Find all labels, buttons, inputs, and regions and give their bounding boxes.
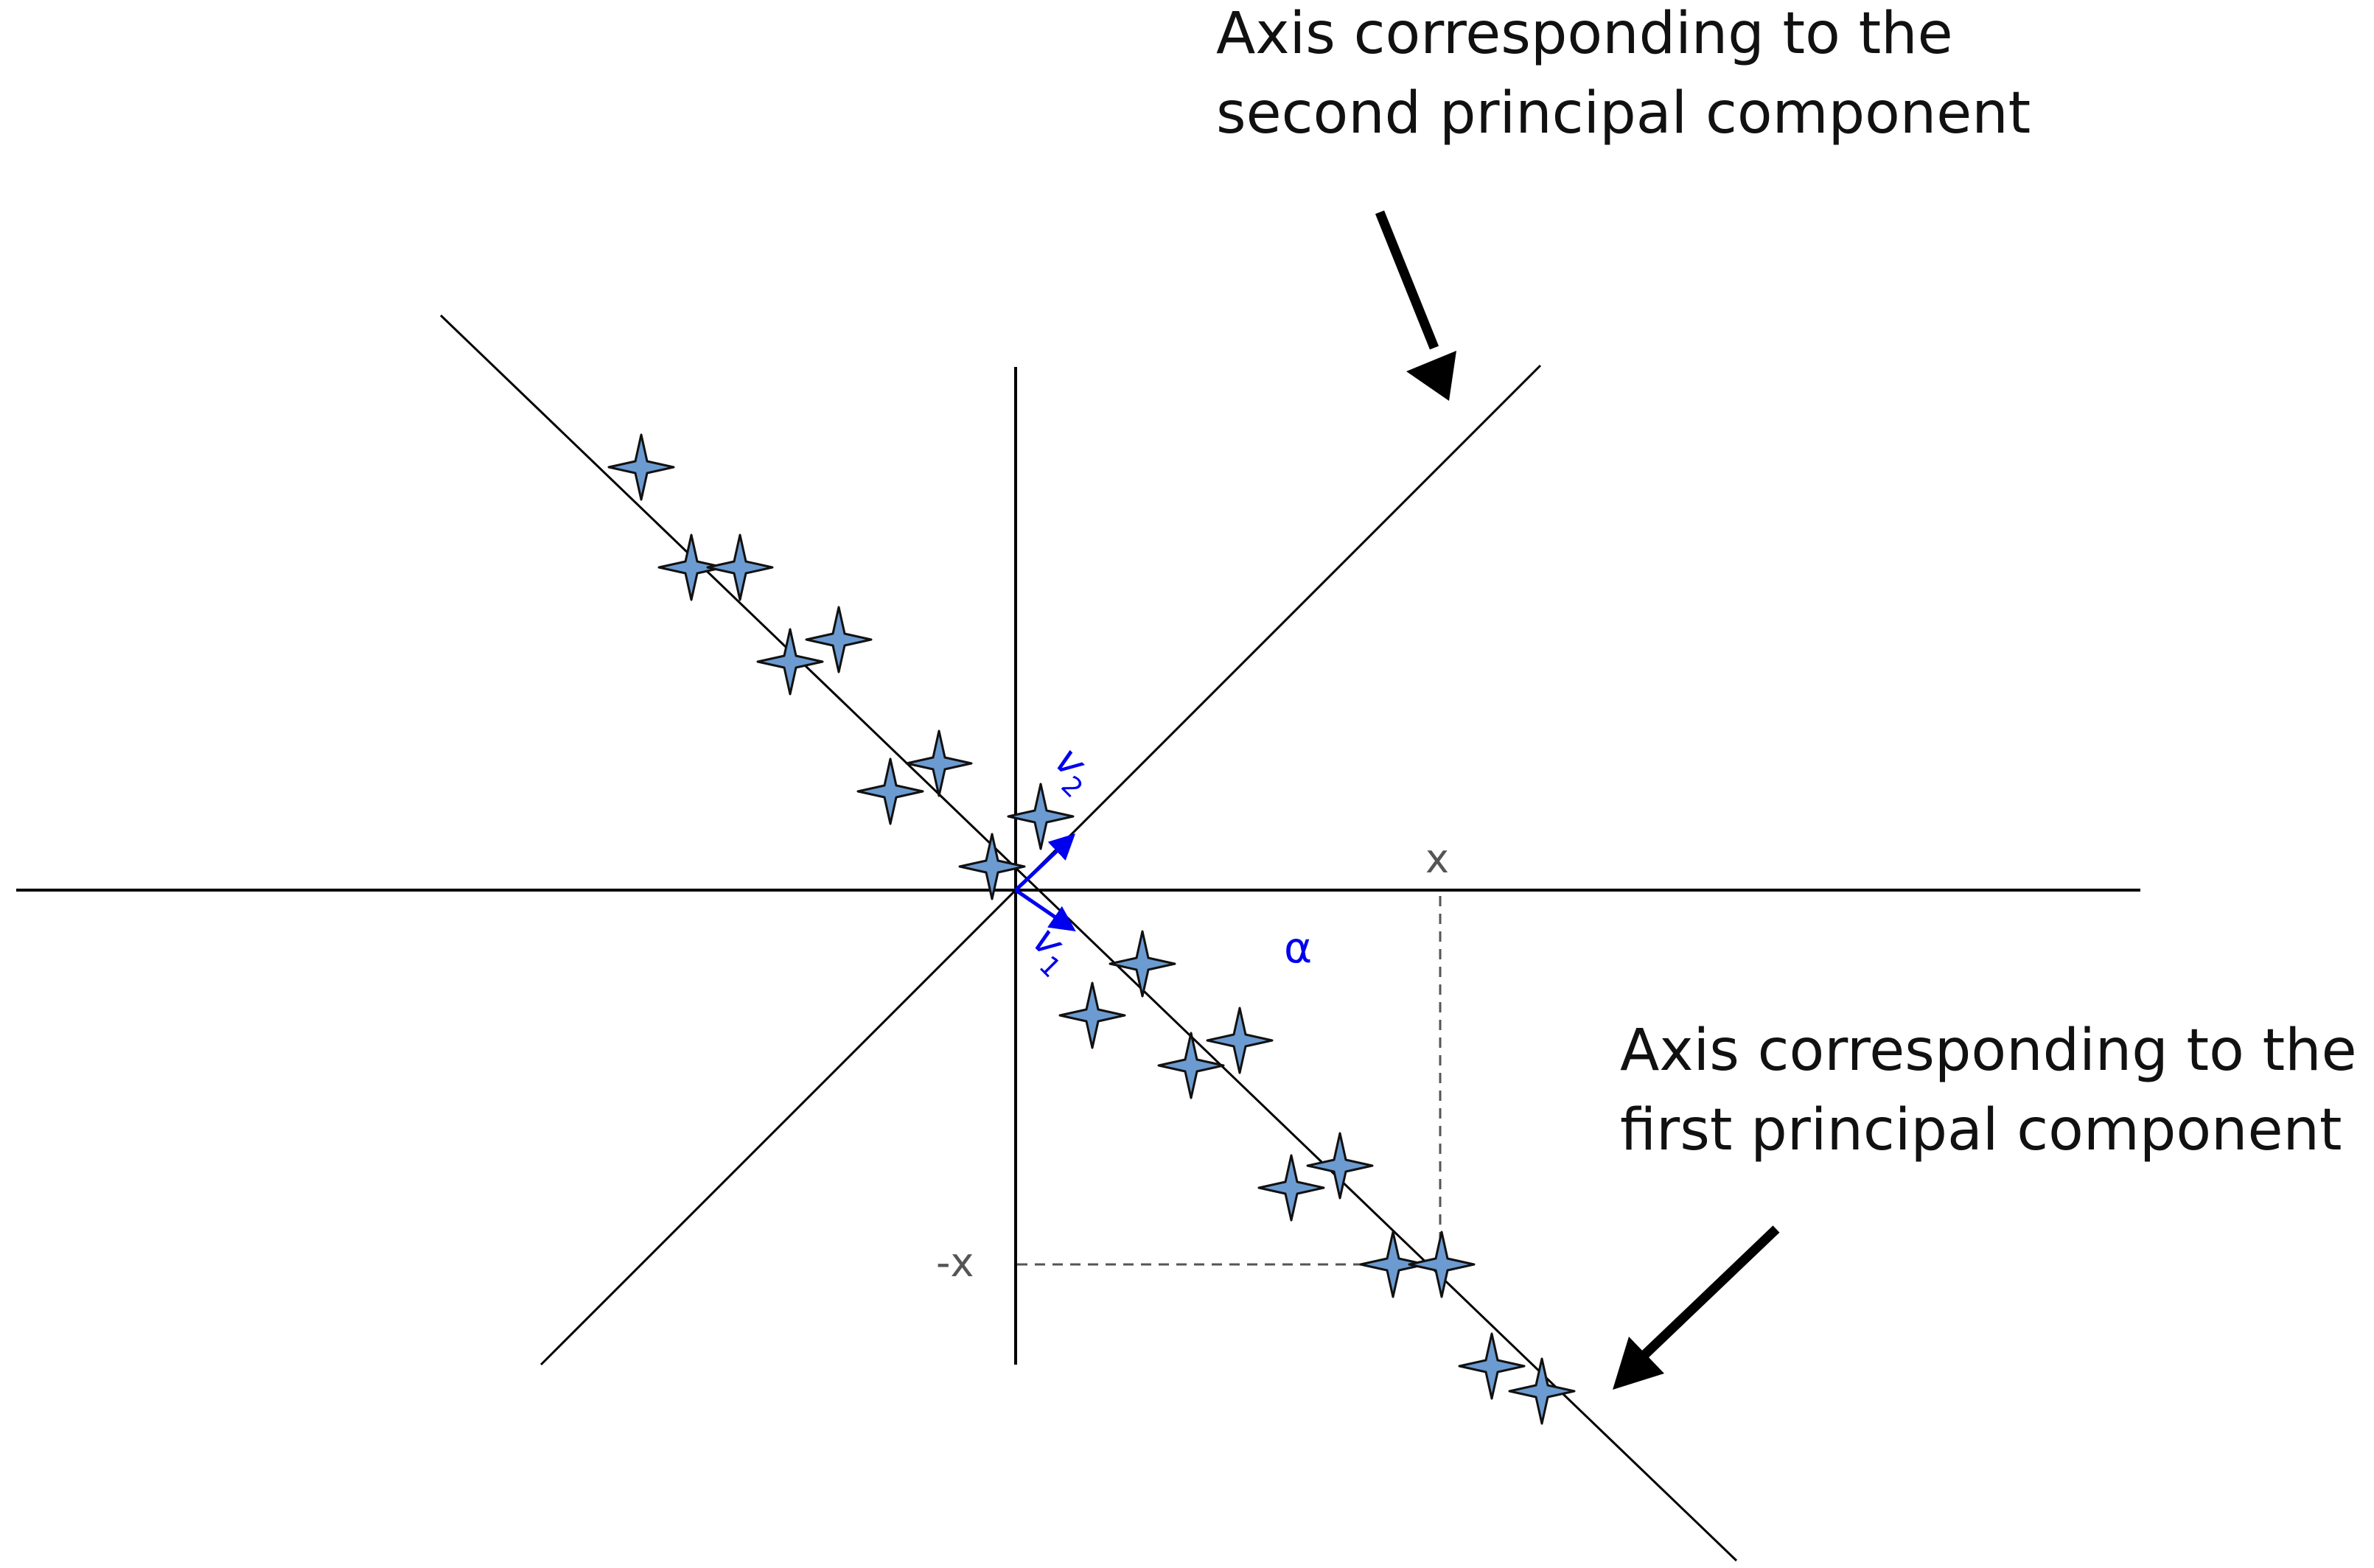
alpha-label: α [1284,923,1312,973]
data-point-star-icon [1458,1332,1526,1400]
data-point-star-icon [706,533,774,601]
x-label: x [1425,836,1449,882]
pointer-arrow-first [1613,1225,1780,1390]
data-point-star-icon [657,533,725,601]
pointer-arrow-second [1375,210,1456,401]
v1-vector [1014,888,1076,931]
first-component-caption-line2: first principal component [1620,1097,2342,1163]
data-point-star-icon [1206,1007,1274,1074]
first-component-caption-line1: Axis corresponding to the [1620,1018,2357,1084]
first-principal-axis [439,314,1738,1562]
data-point-star-icon [1408,1231,1476,1298]
data-points [607,433,1576,1425]
data-point-star-icon [1257,1154,1325,1222]
data-point-star-icon [856,757,924,825]
data-point-star-icon [1157,1032,1225,1099]
data-point-star-icon [1359,1231,1427,1298]
data-point-star-icon [1306,1132,1374,1200]
data-point-star-icon [756,628,824,696]
data-point-star-icon [905,729,973,797]
v1-label: v 1 [1024,917,1074,984]
data-point-star-icon [1007,783,1075,850]
second-component-caption-line1: Axis corresponding to the [1216,1,1953,67]
data-point-star-icon [607,433,675,501]
second-component-caption-line2: second principal component [1216,80,2031,147]
data-point-star-icon [1508,1357,1576,1425]
data-point-star-icon [958,833,1026,900]
neg-x-label: -x [936,1239,974,1286]
data-point-star-icon [1109,930,1176,998]
data-point-star-icon [1058,981,1126,1049]
v2-vector [1014,833,1076,892]
v2-label: v 2 [1046,738,1096,804]
data-point-star-icon [805,606,873,673]
